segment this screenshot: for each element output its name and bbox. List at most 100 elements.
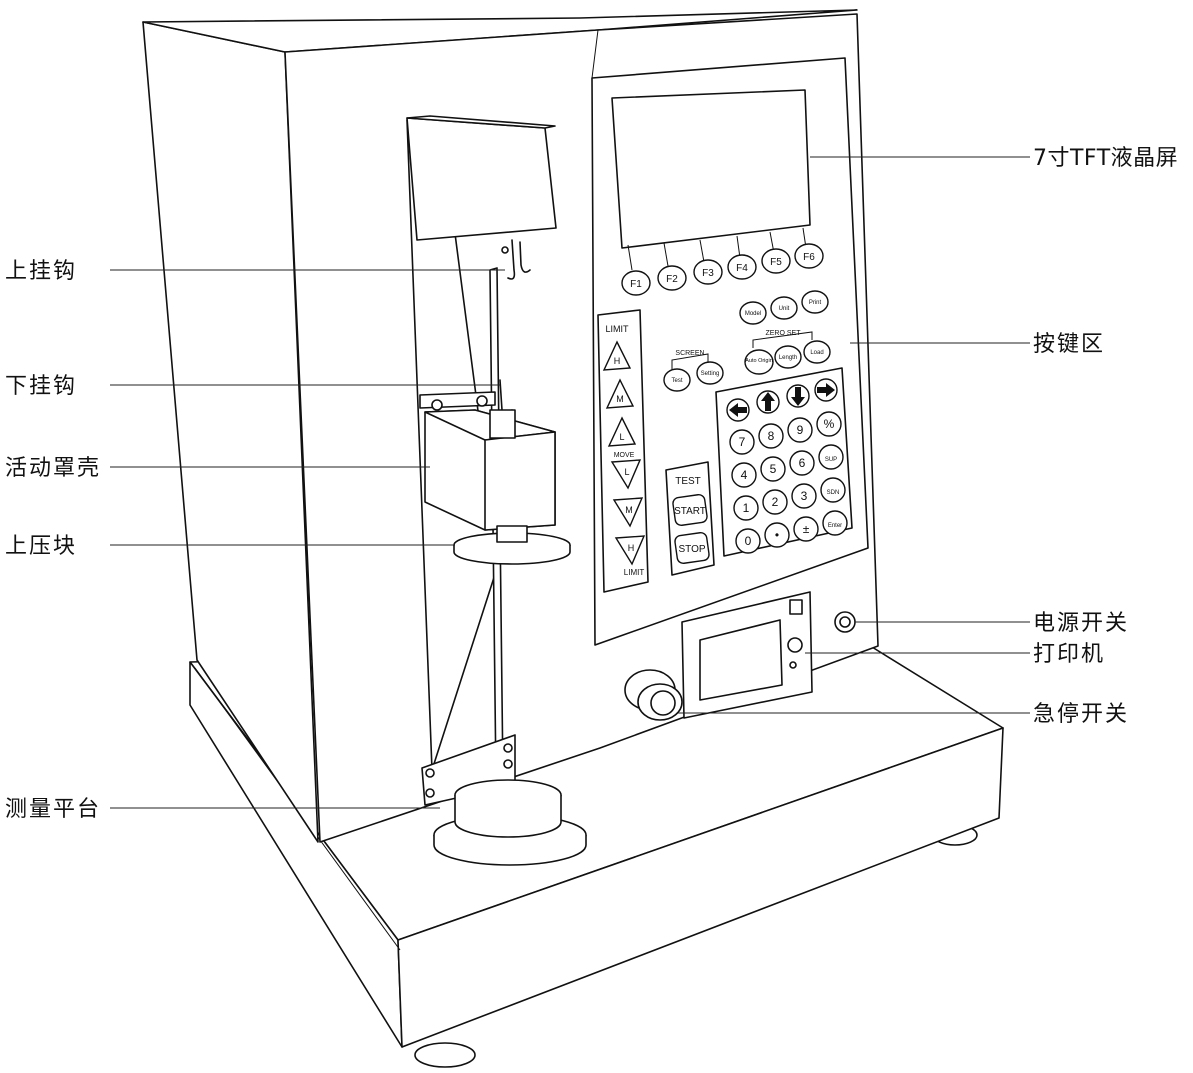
numpad-key-4[interactable] [731,462,757,488]
numpad-key-14[interactable] [793,516,819,542]
load-label: Load [810,350,823,356]
upper-hook-label: 上挂钩 [5,259,77,284]
numpad-key-label-7: SUP [825,457,837,463]
numpad-key-12[interactable] [735,528,761,554]
labels: 上挂钩 下挂钩 活动罩壳 上压块 测量平台 7寸TFT液晶屏 按键区 电源开关 … [5,146,1178,822]
fkey-5-label: F5 [770,257,782,268]
unit-label: Unit [779,306,790,312]
limit-m-up-button[interactable] [605,378,635,409]
callout-lines [110,156,1030,809]
numpad-key-label-6: 6 [799,456,806,470]
limit-h-up-button[interactable] [602,340,632,371]
print-button[interactable] [801,290,829,314]
limit-top-label: LIMIT [605,324,629,334]
model-button[interactable] [739,301,767,325]
limit-h-down-label: H [628,543,635,553]
numpad-key-6[interactable] [789,450,815,476]
test-label: Test [671,378,682,384]
numpad-key-label-14: ± [803,522,810,536]
move-label: MOVE [614,452,635,459]
setting-button[interactable] [696,361,724,385]
upper-block-label: 上压块 [5,534,77,559]
arrow-keys [726,378,838,422]
fkey-2-label: F2 [666,274,678,285]
zero-set-title: ZERO SET [765,330,801,337]
fkey-3-label: F3 [702,268,714,279]
model-label: Model [745,311,761,317]
keypad-area-label: 按键区 [1033,332,1105,357]
numpad-key-1[interactable] [758,423,784,449]
limit-m-down-label: M [625,505,633,515]
printer-label: 打印机 [1033,642,1105,667]
numpad-key-2[interactable] [787,417,813,443]
numpad-key-11[interactable] [820,477,846,503]
fkey-6-button[interactable] [794,243,824,269]
unit-button[interactable] [770,296,798,320]
numpad-key-label-13: • [775,528,779,542]
test-title: TEST [675,476,701,487]
numpad-key-15[interactable] [822,510,848,536]
emergency-stop-label: 急停开关 [1033,702,1129,727]
numpad-key-label-3: % [824,417,835,431]
limit-h-down-button[interactable] [614,535,646,566]
test-button[interactable] [663,368,691,392]
fkey-6-label: F6 [803,252,815,263]
auto-origin-label: Auto Origin [745,358,773,364]
load-button[interactable] [803,340,831,364]
fkey-2-button[interactable] [657,265,687,291]
fkey-5-button[interactable] [761,248,791,274]
numpad-key-5[interactable] [760,456,786,482]
cover-label: 活动罩壳 [5,456,101,481]
start-button[interactable] [672,493,708,527]
start-label: START [674,506,706,517]
setting-label: Setting [701,371,720,377]
numpad-key-label-5: 5 [770,462,777,476]
stop-label: STOP [678,544,705,555]
limit-l-up-button[interactable] [607,416,637,447]
screen-label: 7寸TFT液晶屏 [1033,146,1178,171]
fkey-row: F1 F2 F3 F4 F5 F6 [621,227,824,296]
numpad-key-7[interactable] [818,444,844,470]
platform-label: 测量平台 [5,797,101,822]
numpad-key-label-2: 9 [797,423,804,437]
numpad-key-label-8: 1 [743,501,750,515]
fkey-1-button[interactable] [621,270,651,296]
numpad-key-label-12: 0 [745,534,752,548]
numpad-key-label-0: 7 [739,435,746,449]
fkey-3-button[interactable] [693,259,723,285]
lower-hook-label: 下挂钩 [5,374,77,399]
fkey-1-label: F1 [630,279,642,290]
limit-l-up-label: L [619,432,624,442]
limit-bottom-label: LIMIT [624,568,645,577]
print-label: Print [809,300,822,306]
machine-illustration [142,9,1004,1068]
limit-m-down-button[interactable] [612,497,644,528]
power-switch-label: 电源开关 [1033,611,1129,636]
stop-button[interactable] [674,531,710,565]
numpad-key-13[interactable] [764,522,790,548]
numpad-key-9[interactable] [762,489,788,515]
fkey-4-button[interactable] [727,254,757,280]
limit-l-down-label: L [624,467,629,477]
limit-m-up-label: M [616,394,624,404]
length-button[interactable] [774,345,802,369]
fkey-4-label: F4 [736,263,748,274]
numpad-key-label-11: SDN [827,490,840,496]
numpad: 7 8 9% 4 5 6 SUP 1 2 3 SDN 0 • ± Enter [729,411,848,554]
length-label: Length [779,355,797,361]
numpad-key-8[interactable] [733,495,759,521]
limit-l-down-button[interactable] [610,459,642,490]
numpad-key-0[interactable] [729,429,755,455]
numpad-key-label-9: 2 [772,495,779,509]
numpad-key-3[interactable] [816,411,842,437]
numpad-key-label-4: 4 [741,468,748,482]
numpad-key-label-1: 8 [768,429,775,443]
numpad-key-10[interactable] [791,483,817,509]
screen-title: SCREEN [675,350,704,357]
auto-origin-button[interactable] [744,349,774,375]
control-panel: F1 F2 F3 F4 F5 F6 Model Unit Print ZERO … [597,227,853,593]
limit-h-up-label: H [614,356,621,366]
numpad-key-label-15: Enter [828,523,842,529]
numpad-key-label-10: 3 [801,489,808,503]
